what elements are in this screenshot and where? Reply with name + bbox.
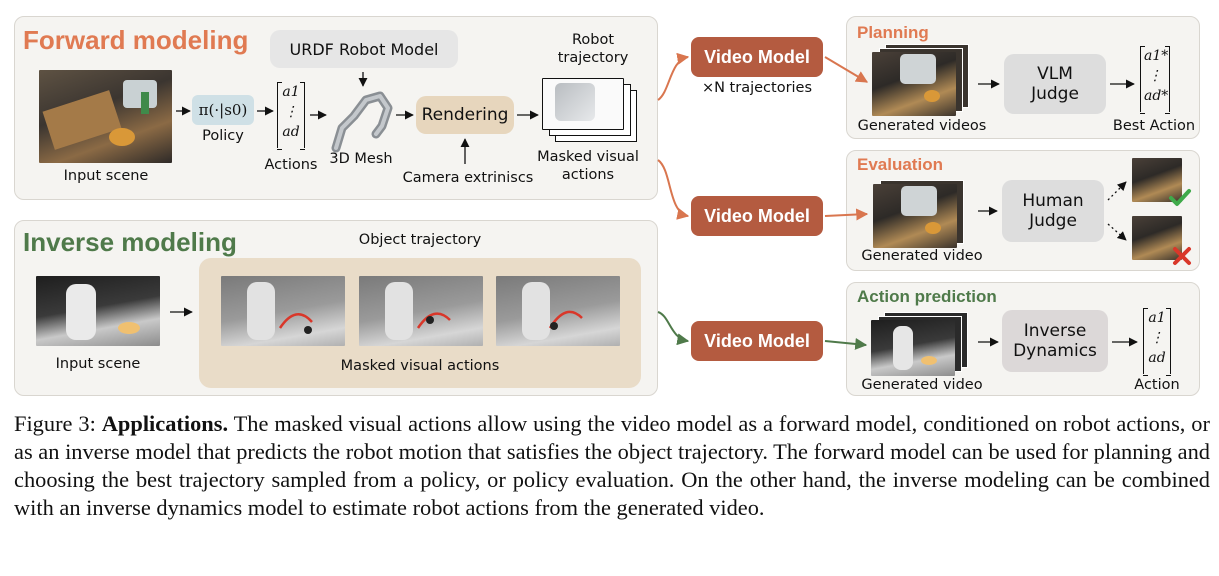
camera-extrinsics-label: Camera extriniscs [402,170,534,186]
rendering-label: Rendering [421,105,509,125]
actions-matrix-dots: ⋮ [284,104,298,120]
rendering-box: Rendering [416,96,514,134]
object-trajectory-frame-3 [496,276,620,346]
mesh-label: 3D Mesh [329,151,393,167]
vlm-judge-label-1: VLM [1037,64,1073,84]
urdf-robot-model-box: URDF Robot Model [270,30,458,68]
inverse-modeling-title: Inverse modeling [23,227,237,257]
figure-caption: Figure 3: Applications. The masked visua… [14,410,1210,522]
planning-generated-video-image [872,52,956,116]
inverse-dynamics-label-1: Inverse [1023,321,1087,341]
human-judge-box: Human Judge [1002,180,1104,242]
masked-visual-actions-label-2: actions [561,167,615,183]
best-action-matrix-a1: a1* [1144,48,1169,64]
evaluation-generated-video-image [873,184,957,248]
diagram-arrows [170,52,1138,350]
predicted-action-matrix: a1 ⋮ ad [1143,308,1171,376]
failure-cross-icon [1173,247,1191,265]
arrow-vm-to-action [824,337,868,350]
action-prediction-title: Action prediction [857,287,997,306]
human-judge-label-1: Human [1022,191,1084,211]
policy-label: Policy [202,128,244,144]
best-action-matrix-ad: ad* [1144,88,1169,104]
evaluation-failure-thumbnail [1132,216,1182,260]
action-generated-label: Generated video [861,377,983,393]
robot-3d-mesh-icon [331,91,393,153]
object-trajectory-frame-1 [221,276,345,346]
predicted-action-matrix-ad: ad [1148,350,1166,366]
predicted-action-matrix-dots: ⋮ [1150,330,1164,346]
policy-formula: π(·|s0) [198,101,248,119]
inverse-dynamics-label-2: Dynamics [1013,341,1097,361]
inverse-input-scene-image [36,276,160,346]
arrow-forward-to-planning-vm [657,52,690,101]
vlm-judge-box: VLM Judge [1004,54,1106,114]
arrow-forward-to-evaluation-vm [657,159,690,220]
inverse-dynamics-box: Inverse Dynamics [1002,310,1108,372]
n-trajectories-label: ×N trajectories [701,80,813,96]
urdf-robot-model-label: URDF Robot Model [289,39,439,59]
planning-title: Planning [857,23,929,42]
inverse-masked-visual-actions-label: Masked visual actions [340,358,500,374]
evaluation-title: Evaluation [857,155,943,174]
masked-frame-front [542,78,624,130]
predicted-action-matrix-a1: a1 [1148,310,1166,326]
arrow-vm-to-planning [824,56,869,83]
human-judge-label-2: Judge [1029,211,1077,231]
object-trajectory-frame-2 [359,276,483,346]
planning-generated-label: Generated videos [857,118,987,134]
object-trajectory-label: Object trajectory [358,232,482,248]
actions-label: Actions [264,157,318,173]
arrow-judge-to-success [1107,181,1127,201]
action-generated-video-image [871,320,955,376]
actions-matrix-ad: ad [282,124,300,140]
success-check-icon [1169,189,1191,206]
forward-input-scene-label: Input scene [63,168,149,184]
caption-text: The masked visual actions allow using th… [14,411,1210,520]
best-action-matrix: a1* ⋮ ad* [1140,46,1170,114]
arrow-vm-to-evaluation [824,208,869,221]
vlm-judge-label-2: Judge [1031,84,1079,104]
inverse-input-scene-label: Input scene [55,356,141,372]
video-model-evaluation-button: Video Model [691,196,823,236]
evaluation-success-thumbnail [1132,158,1182,202]
evaluation-generated-label: Generated video [861,248,983,264]
robot-trajectory-label-2: trajectory [557,50,629,66]
best-action-matrix-dots: ⋮ [1148,68,1162,84]
arrow-inverse-to-action-vm [657,311,690,346]
actions-matrix: a1 ⋮ ad [277,82,305,150]
masked-visual-actions-label-1: Masked visual [537,149,639,165]
actions-matrix-a1: a1 [282,84,300,100]
arrow-judge-to-failure [1107,223,1127,241]
forward-input-scene-image [39,70,172,163]
video-model-planning-button: Video Model [691,37,823,77]
best-action-label: Best Action [1112,118,1196,134]
video-model-action-button: Video Model [691,321,823,361]
caption-label: Figure 3: [14,411,96,436]
caption-bold: Applications. [101,411,229,436]
predicted-action-label: Action [1134,377,1180,393]
robot-trajectory-label-1: Robot [571,32,615,48]
forward-modeling-title: Forward modeling [23,25,249,55]
policy-box: π(·|s0) [192,95,254,125]
